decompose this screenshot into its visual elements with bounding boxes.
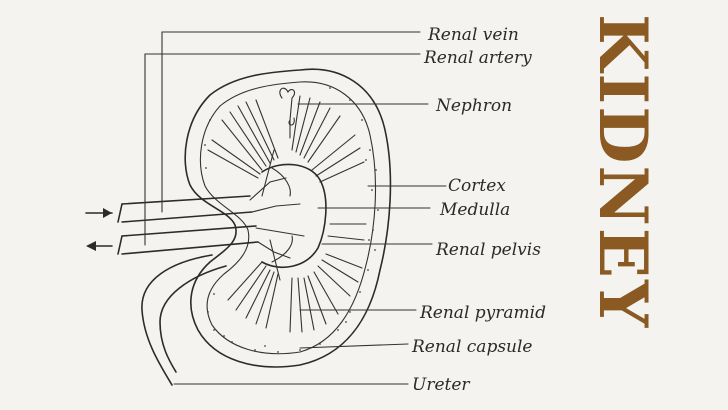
title-kidney: KIDNEY bbox=[584, 14, 662, 329]
label-nephron: Nephron bbox=[435, 96, 512, 116]
nephron-drawing bbox=[280, 88, 295, 138]
flow-arrow-in bbox=[86, 208, 112, 218]
renal-vein-tube bbox=[122, 196, 252, 222]
renal-artery-cap bbox=[118, 236, 122, 254]
leader-lines bbox=[145, 32, 446, 384]
label-renal-pelvis: Renal pelvis bbox=[435, 240, 541, 260]
label-ureter: Ureter bbox=[412, 375, 470, 395]
internal-vessels bbox=[250, 150, 304, 280]
cortex-inner-boundary bbox=[200, 82, 375, 354]
label-cortex: Cortex bbox=[448, 176, 506, 196]
cortex-stipple bbox=[204, 87, 379, 353]
flow-arrow-out bbox=[86, 241, 112, 251]
calyx-upper bbox=[272, 168, 290, 196]
label-renal-vein: Renal vein bbox=[427, 25, 519, 45]
label-medulla: Medulla bbox=[439, 200, 510, 220]
renal-pyramids-upper bbox=[208, 96, 364, 182]
kidney-capsule-outline bbox=[185, 69, 390, 367]
label-renal-artery: Renal artery bbox=[423, 48, 532, 68]
label-renal-capsule: Renal capsule bbox=[411, 337, 533, 357]
ureter-tube bbox=[142, 255, 226, 385]
medulla-boundary bbox=[262, 164, 326, 267]
renal-artery-tube bbox=[122, 226, 258, 254]
label-renal-pyramid: Renal pyramid bbox=[419, 303, 546, 323]
renal-vein-cap bbox=[118, 204, 122, 222]
